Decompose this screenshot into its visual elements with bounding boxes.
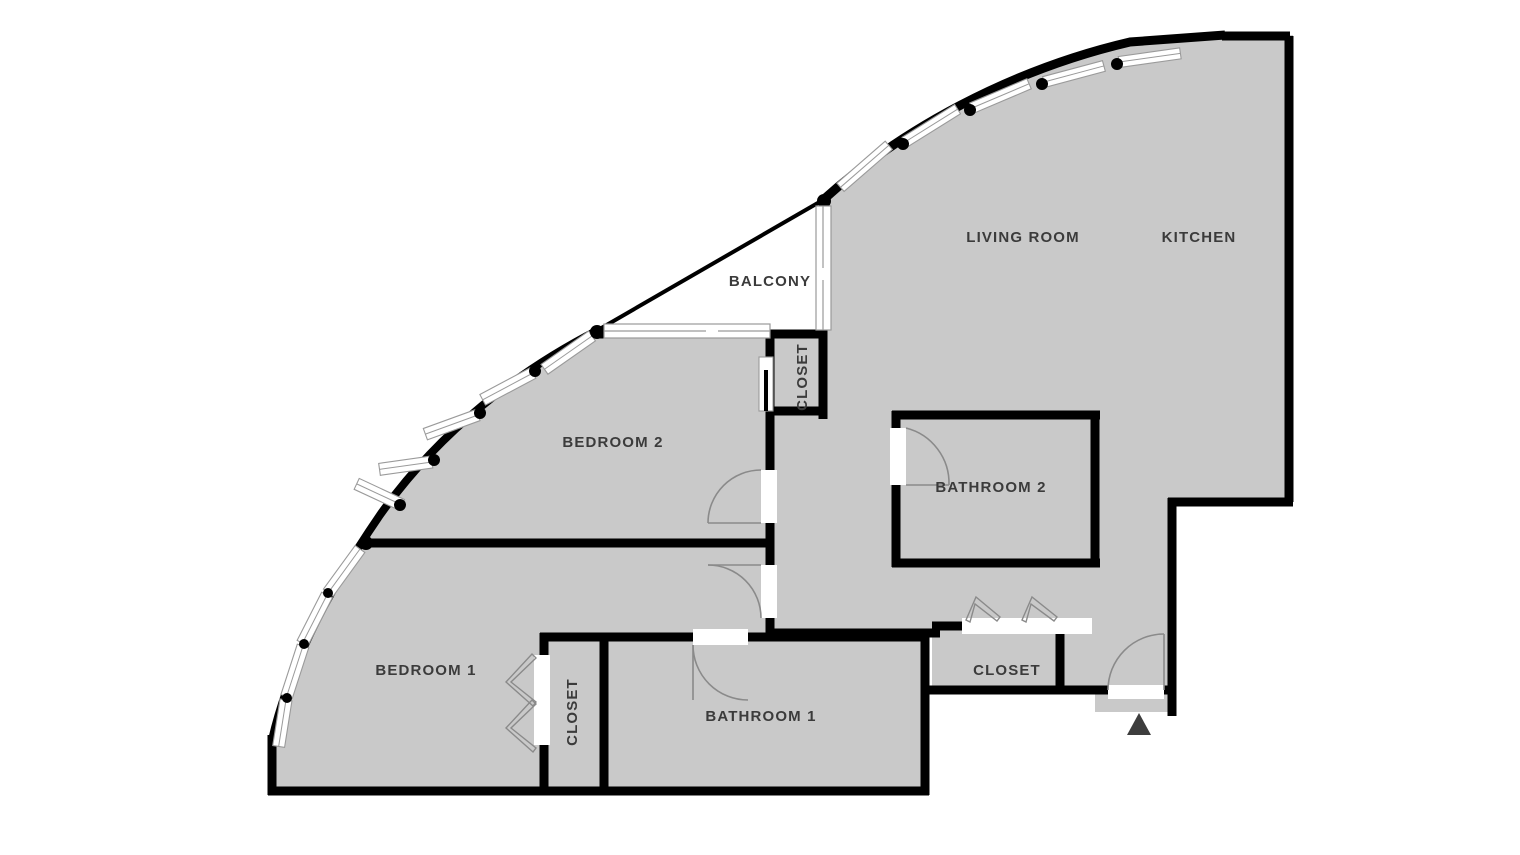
west-windows-group — [353, 325, 604, 550]
closet-bedroom1-floor — [540, 633, 604, 795]
bedroom-1-floor — [270, 543, 770, 795]
room-label-closet-bedroom1: CLOSET — [564, 678, 581, 746]
window-north-1 — [836, 140, 894, 193]
room-label-closet-entry: CLOSET — [973, 662, 1041, 679]
window-north-2 — [901, 103, 962, 148]
room-label-balcony: BALCONY — [729, 273, 811, 290]
balcony-sliding-doors[interactable] — [603, 205, 832, 339]
pier-west-5 — [359, 536, 373, 550]
room-label-living-room: LIVING ROOM — [966, 229, 1079, 246]
room-label-bathroom-1: BATHROOM 1 — [705, 708, 816, 725]
pier-west-4 — [394, 499, 406, 511]
room-label-kitchen: KITCHEN — [1162, 229, 1237, 246]
room-labels: LIVING ROOM KITCHEN BALCONY CLOSET BEDRO… — [375, 229, 1237, 746]
bedroom-1-door[interactable] — [707, 564, 777, 619]
room-label-closet-upper: CLOSET — [794, 343, 811, 411]
corridor-floor — [770, 415, 1100, 633]
pier-north-1 — [897, 138, 909, 150]
balcony-diagonal-wall — [596, 198, 825, 332]
entry-hall-floor — [1095, 415, 1168, 712]
closet-bedroom1-bifold-door[interactable] — [505, 652, 550, 754]
room-label-bathroom-2: BATHROOM 2 — [935, 479, 1046, 496]
southwest-windows-group — [272, 544, 366, 748]
window-west-1 — [540, 330, 597, 375]
bedroom-2-floor — [363, 330, 770, 543]
entry-door[interactable] — [1107, 633, 1165, 699]
bathroom-1-floor — [604, 633, 925, 795]
pier-west-3 — [428, 454, 440, 466]
window-north-4 — [1041, 59, 1106, 88]
bedroom-2-door[interactable] — [707, 469, 777, 524]
pier-sw-3 — [282, 693, 292, 703]
pier-north-4 — [1111, 58, 1123, 70]
room-label-bedroom-1: BEDROOM 1 — [375, 662, 476, 679]
floor-areas — [270, 35, 1293, 795]
pier-north-3 — [1036, 78, 1048, 90]
pier-north-2 — [964, 104, 976, 116]
pier-west-top — [590, 325, 604, 339]
bathroom-1-door[interactable] — [692, 629, 749, 701]
bathroom-2-door[interactable] — [890, 427, 950, 486]
closet-entry-bifold-door[interactable] — [962, 595, 1092, 634]
entrance-arrow-marker — [1127, 713, 1151, 735]
room-label-bedroom-2: BEDROOM 2 — [562, 434, 663, 451]
pier-west-1 — [529, 365, 541, 377]
north-windows-group — [817, 47, 1182, 208]
pier-sw-2 — [299, 639, 309, 649]
closet-upper-sliding-door[interactable] — [758, 356, 774, 412]
pier-north-start — [817, 194, 831, 208]
pier-sw-1 — [323, 588, 333, 598]
doors[interactable] — [505, 356, 1165, 754]
pier-west-2 — [474, 407, 486, 419]
